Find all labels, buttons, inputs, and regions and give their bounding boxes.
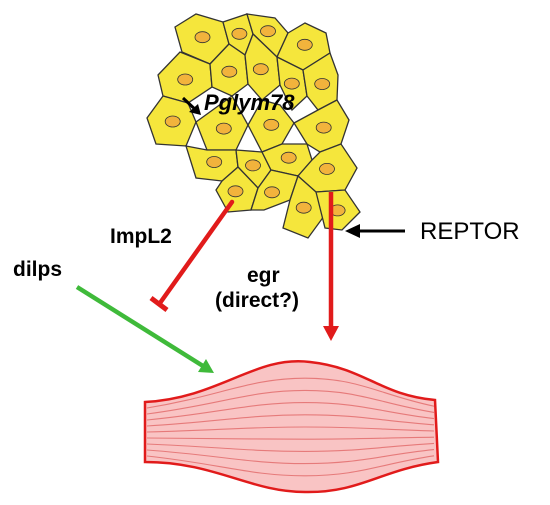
cell-nucleus bbox=[177, 73, 194, 86]
cell-nucleus bbox=[280, 151, 297, 164]
muscle-striation bbox=[146, 455, 435, 477]
muscle-striation bbox=[146, 389, 435, 415]
cell-nucleus bbox=[314, 78, 331, 90]
reptor-label: REPTOR bbox=[420, 218, 520, 245]
muscle-fiber bbox=[143, 359, 440, 494]
egr-label-line1: egr bbox=[247, 264, 280, 287]
reptor-arrow bbox=[345, 224, 405, 238]
inhibition-bar bbox=[149, 296, 169, 312]
impl2-label: ImpL2 bbox=[110, 225, 172, 248]
gene-label: Pglym78 bbox=[204, 90, 295, 115]
muscle-striation bbox=[146, 449, 435, 465]
muscle-striations bbox=[146, 377, 435, 477]
reptor-arrow-head bbox=[345, 224, 360, 238]
cell-nucleus bbox=[295, 201, 312, 214]
cell-nucleus bbox=[221, 65, 238, 78]
fat-body-tissue bbox=[146, 13, 361, 239]
egr-arrow-head bbox=[323, 326, 339, 341]
cell-nucleus bbox=[194, 31, 211, 44]
cell-nucleus bbox=[164, 115, 181, 128]
muscle-striation bbox=[146, 426, 435, 433]
cell-nucleus bbox=[206, 156, 223, 168]
cell-nucleus bbox=[283, 77, 300, 90]
cell-nucleus bbox=[245, 159, 261, 172]
impl2-inhibition-arrow bbox=[149, 199, 235, 312]
egr-arrow bbox=[323, 192, 339, 341]
cell-nucleus bbox=[319, 162, 335, 175]
muscle-striation bbox=[146, 442, 435, 452]
cell-nucleus bbox=[231, 27, 248, 40]
diagonal-arrow-head bbox=[189, 104, 201, 115]
muscle-striation bbox=[146, 414, 435, 427]
cell-nucleus bbox=[260, 25, 276, 38]
dilps-arrow-head bbox=[198, 359, 214, 373]
cell-nucleus bbox=[252, 63, 269, 76]
cell-nucleus bbox=[215, 122, 232, 135]
cell-nucleus bbox=[264, 186, 280, 199]
cell-nucleus bbox=[263, 118, 280, 131]
muscle-striation bbox=[146, 402, 435, 421]
muscle-striation bbox=[146, 436, 435, 440]
dilps-label: dilps bbox=[13, 258, 62, 281]
dilps-arrow bbox=[75, 285, 214, 373]
cell-nucleus bbox=[227, 185, 244, 198]
muscle-striation bbox=[146, 377, 435, 409]
egr-label-line2: (direct?) bbox=[215, 289, 299, 312]
cell-nucleus bbox=[296, 38, 313, 51]
cell-nucleus bbox=[315, 121, 332, 134]
gene-label-group: Pglym78 bbox=[181, 90, 295, 115]
